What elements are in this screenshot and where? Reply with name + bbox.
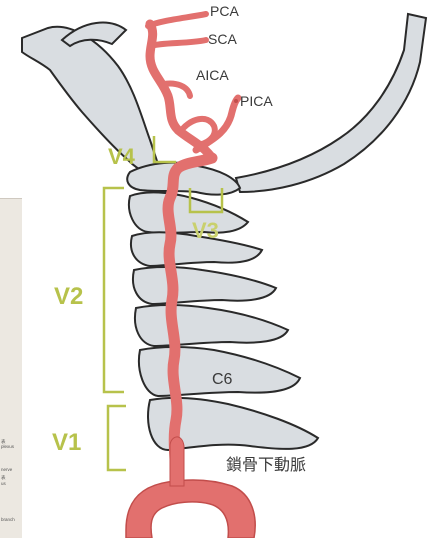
pica-label: PICA — [240, 93, 273, 109]
sca-label: SCA — [208, 31, 237, 47]
subclavian-artery — [126, 480, 255, 538]
skull-base — [22, 27, 160, 173]
vertebral-artery-v1-wide — [170, 437, 184, 486]
v4-bracket — [154, 136, 176, 162]
subclavian-artery-label: 鎖骨下動脈 — [226, 456, 306, 474]
vertebra-c2 — [129, 192, 248, 233]
v1-bracket — [108, 406, 126, 470]
vertebra-c5 — [135, 305, 288, 346]
v2-bracket — [104, 188, 124, 392]
aica-label: AICA — [196, 67, 229, 83]
c6-label: C6 — [212, 371, 233, 388]
v1-label: V1 — [52, 429, 81, 456]
pca-label: PCA — [210, 3, 239, 19]
v3-label: V3 — [192, 218, 219, 243]
pca-branch — [148, 14, 206, 26]
pica-marker — [234, 99, 238, 103]
vertebra-c4 — [133, 267, 276, 304]
v2-label: V2 — [54, 283, 83, 310]
v4-label: V4 — [108, 144, 136, 169]
sca-branch — [150, 40, 206, 46]
